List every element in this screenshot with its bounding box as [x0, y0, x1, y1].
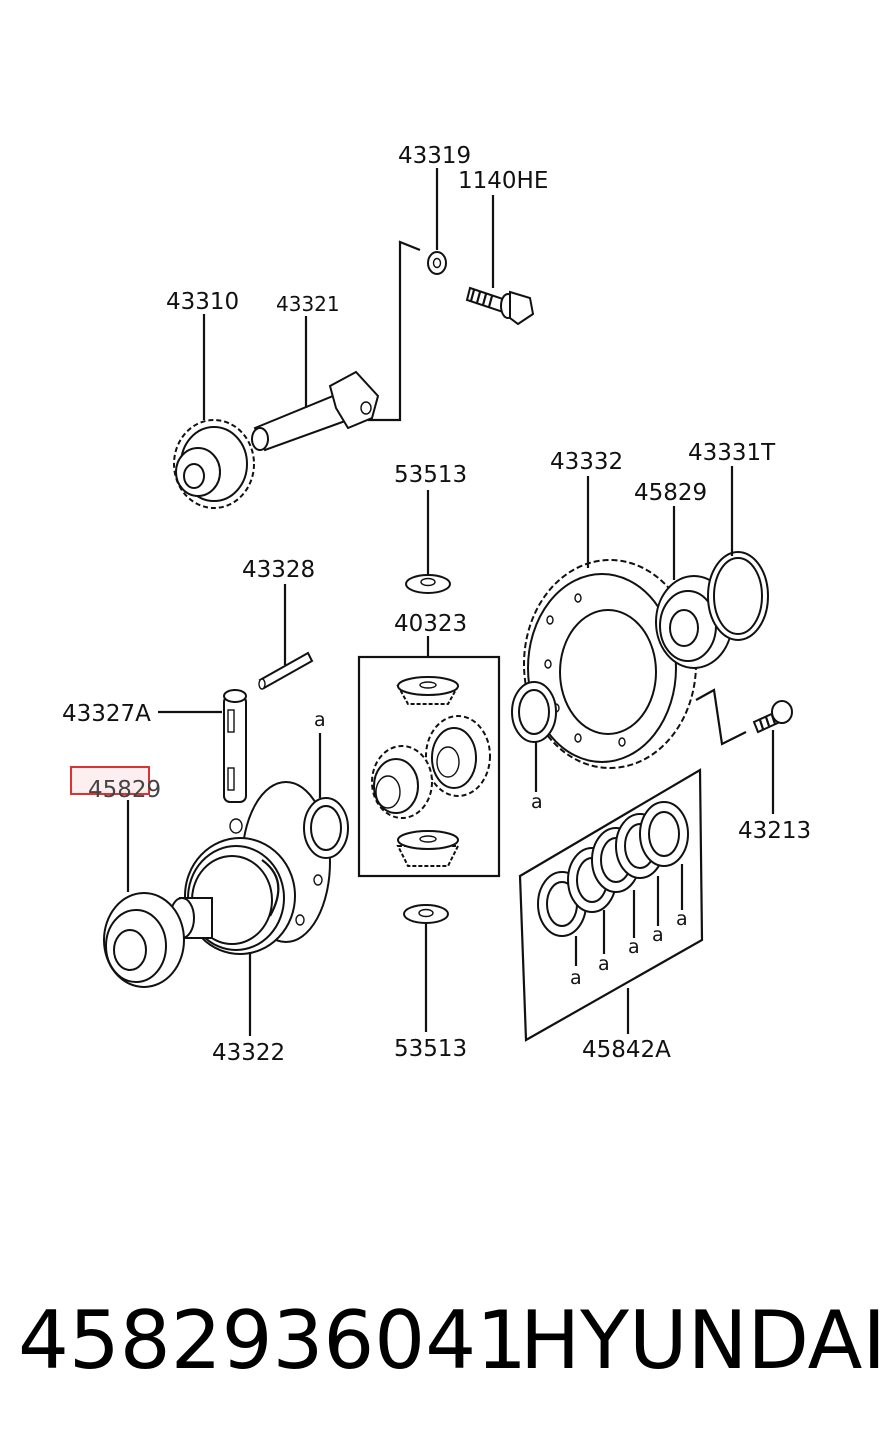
gear-set-box	[357, 655, 501, 878]
pinion-shaft-part[interactable]	[223, 689, 247, 803]
callout-1140HE[interactable]: 1140HE	[458, 168, 548, 194]
drive-gear-part[interactable]	[173, 419, 255, 509]
side-gear-left-part[interactable]	[371, 745, 433, 819]
shim-set-box	[518, 768, 704, 1042]
pinion-gear-top-part[interactable]	[396, 676, 460, 705]
callout-53513-top[interactable]: 53513	[394, 462, 467, 488]
ring-gear-group	[511, 466, 793, 814]
callout-45842A[interactable]: 45842A	[582, 1037, 671, 1063]
marker-a: a	[628, 936, 640, 958]
case-part[interactable]	[169, 781, 331, 955]
thrust-washer-left-part[interactable]	[303, 797, 349, 859]
marker-a: a	[570, 967, 582, 989]
marker-a: a	[598, 953, 610, 975]
callout-43332[interactable]: 43332	[550, 449, 623, 475]
callout-45829-left[interactable]: 45829	[88, 777, 161, 803]
pin-part[interactable]	[258, 651, 314, 690]
pinion-gear-bottom-part[interactable]	[396, 830, 460, 867]
marker-a: a	[676, 908, 688, 930]
callout-43213[interactable]: 43213	[738, 818, 811, 844]
brand-footer: HYUNDAI	[520, 1294, 886, 1387]
seal-ring-part[interactable]	[707, 551, 769, 641]
pinion-gear-set-group	[357, 490, 501, 1032]
marker-a: a	[314, 709, 326, 731]
assembly-bracket-line	[368, 240, 421, 422]
bearing-left-part[interactable]	[103, 892, 185, 988]
thrust-washer-right-part[interactable]	[511, 681, 557, 743]
callout-43322[interactable]: 43322	[212, 1040, 285, 1066]
callout-40323[interactable]: 40323	[394, 611, 467, 637]
callout-43310[interactable]: 43310	[166, 289, 239, 315]
shim-set-part[interactable]	[537, 801, 689, 937]
differential-case-group	[103, 584, 349, 1036]
washer-top-part[interactable]	[405, 574, 451, 594]
ring-gear-part[interactable]	[523, 559, 697, 769]
washer-bottom-part[interactable]	[403, 904, 449, 924]
part-number-footer: 4582936041	[18, 1294, 527, 1387]
bolt-part[interactable]	[465, 286, 535, 326]
shim-set-group	[518, 768, 704, 1042]
marker-a: a	[652, 924, 664, 946]
side-gear-right-part[interactable]	[425, 715, 491, 797]
shaft-part[interactable]	[251, 370, 380, 452]
callout-45829-right[interactable]: 45829	[634, 480, 707, 506]
bolt-bracket-line	[695, 688, 747, 746]
speedo-gear-assembly	[173, 168, 535, 509]
callout-53513-bottom[interactable]: 53513	[394, 1036, 467, 1062]
callout-43331T[interactable]: 43331T	[688, 440, 776, 466]
callout-43328[interactable]: 43328	[242, 557, 315, 583]
marker-a: a	[531, 791, 543, 813]
highlight-box	[70, 766, 150, 795]
ring-gear-bolt-part[interactable]	[752, 700, 793, 734]
callout-43321[interactable]: 43321	[276, 292, 340, 316]
callout-43319[interactable]: 43319	[398, 143, 471, 169]
callout-43327A[interactable]: 43327A	[62, 701, 151, 727]
